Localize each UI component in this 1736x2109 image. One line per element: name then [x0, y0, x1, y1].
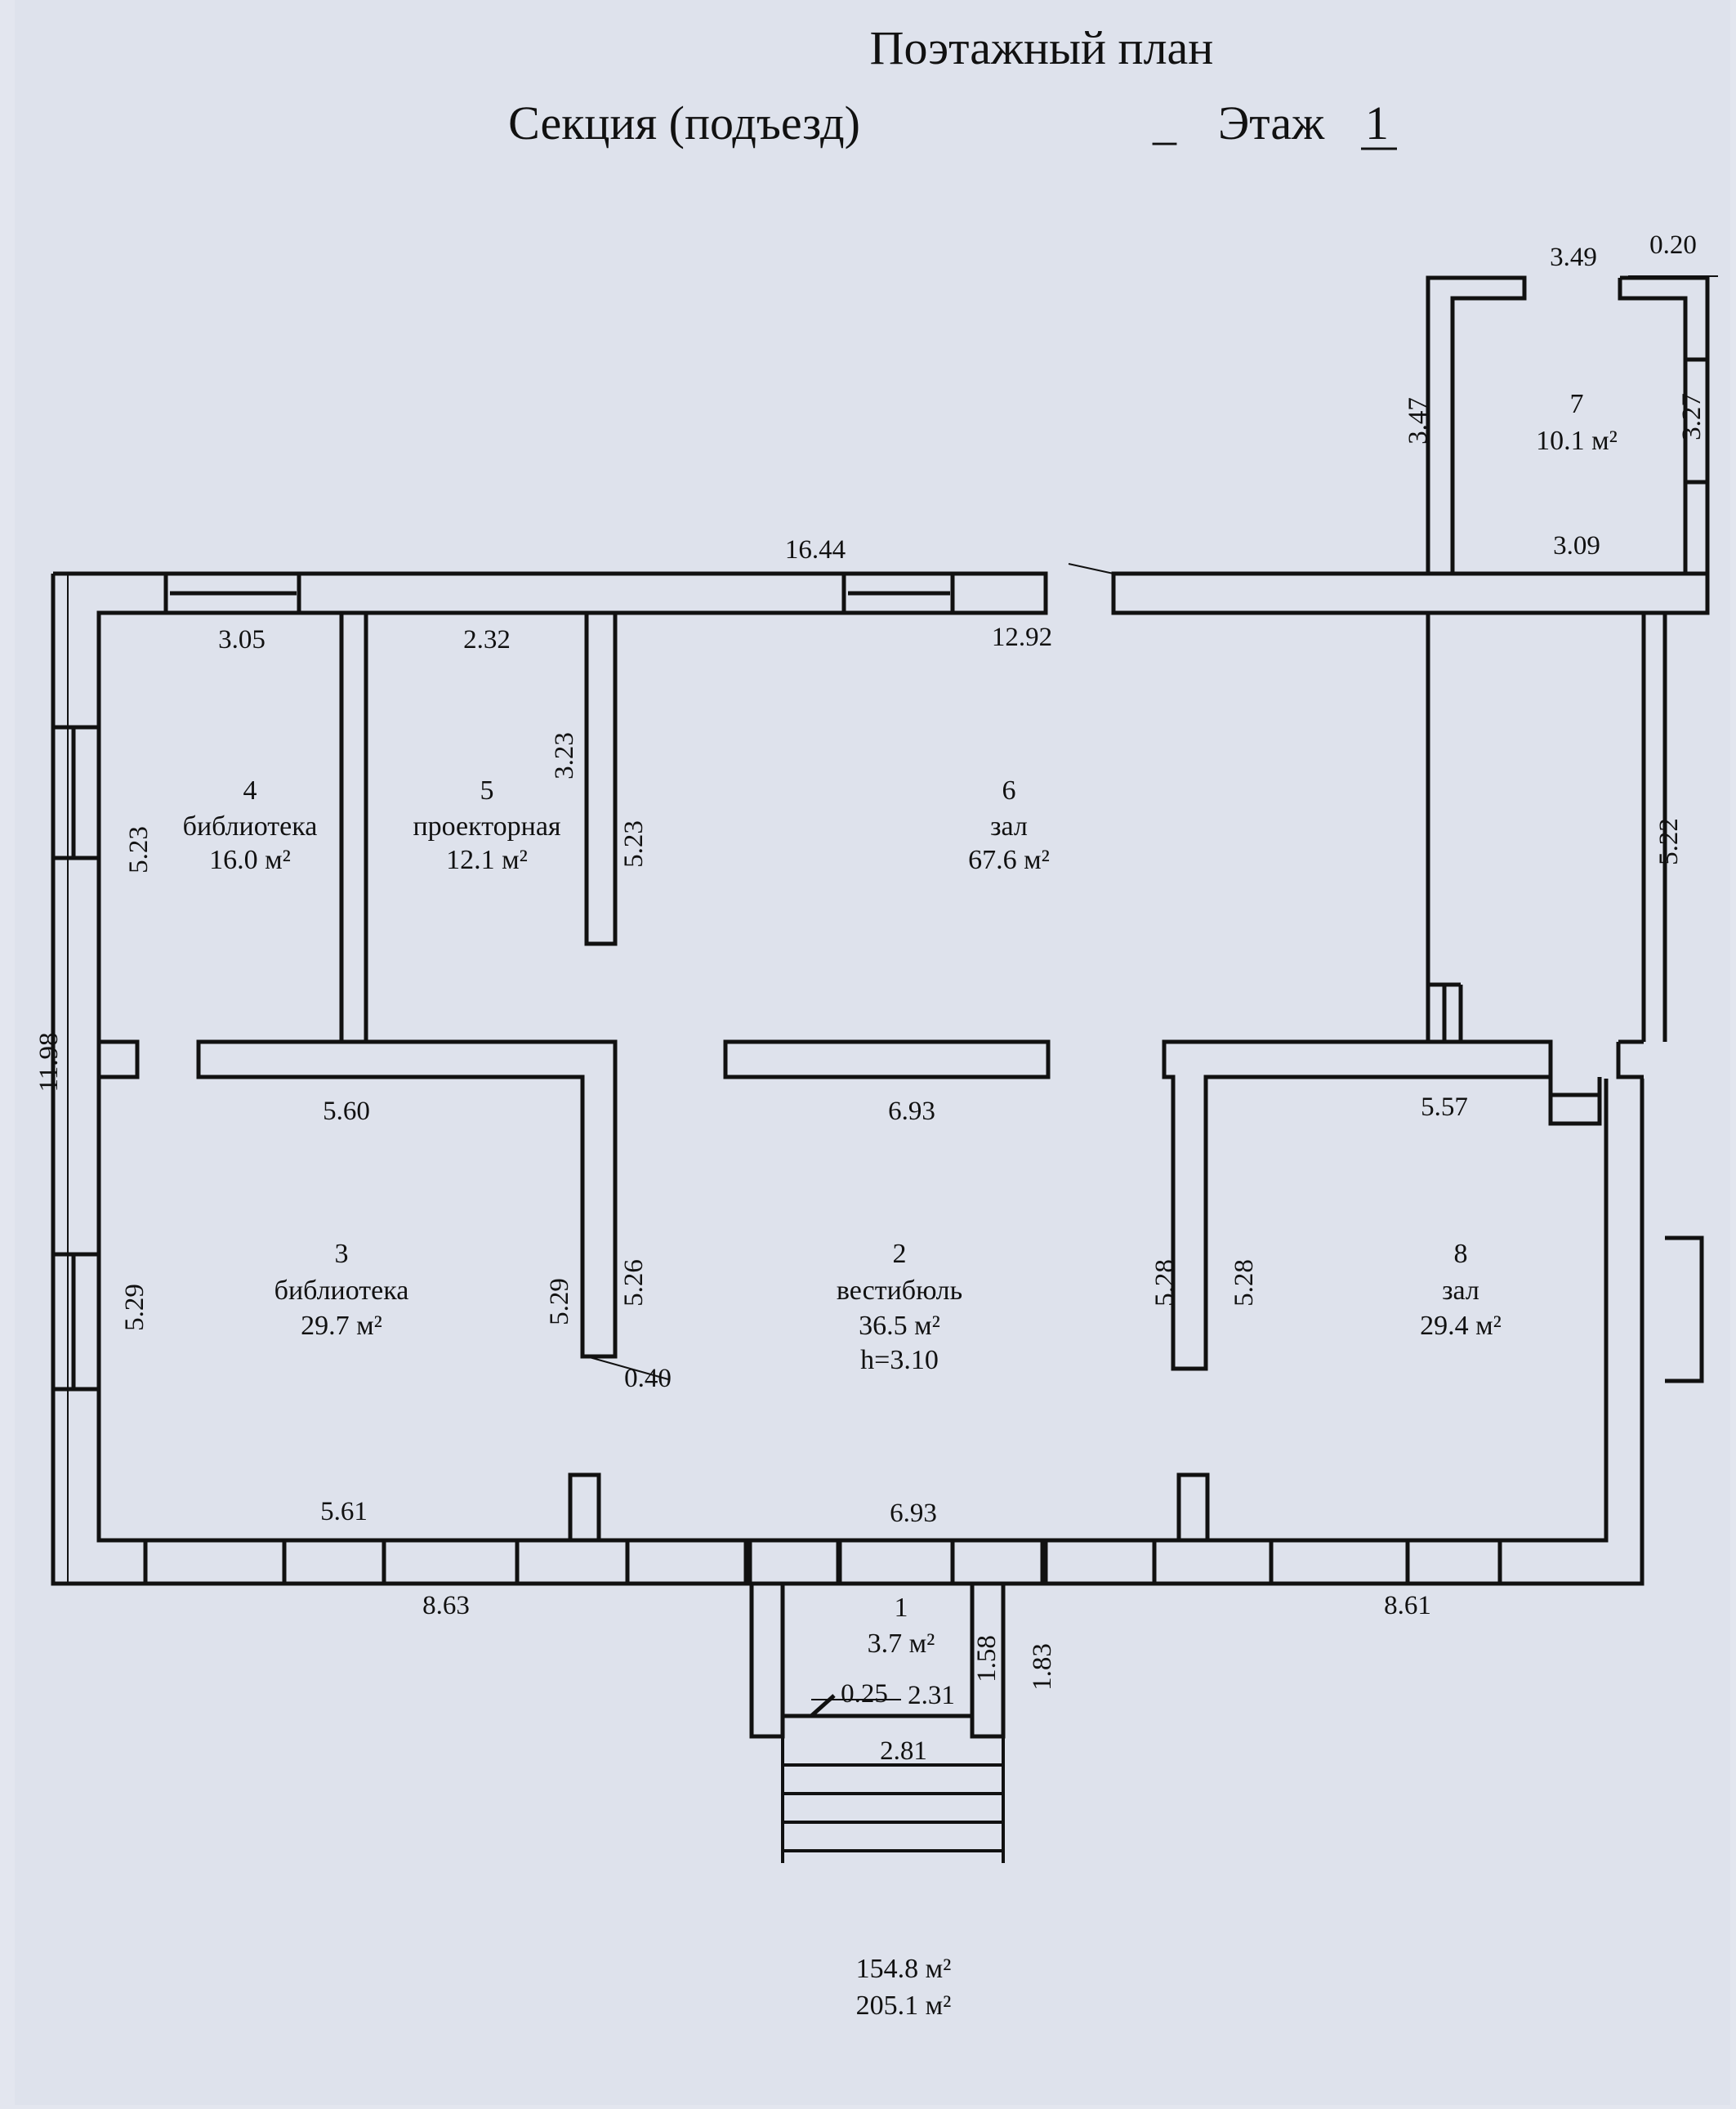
dim-room7-left: 3.47	[1404, 397, 1433, 445]
wall-6-93	[723, 1039, 1051, 1079]
room-3-area: 29.7 м²	[301, 1311, 382, 1341]
dim-wall-5-60: 5.60	[323, 1097, 370, 1126]
door-frames	[748, 1538, 1045, 1586]
room-1-area: 3.7 м²	[868, 1629, 935, 1659]
dim-room5-width: 2.32	[463, 625, 511, 655]
room-4-name: библиотека	[183, 811, 318, 842]
dim-wall-6-93: 6.93	[888, 1097, 935, 1126]
dim-room5-height: 5.23	[619, 820, 649, 868]
door-frame-left	[748, 1538, 841, 1586]
room-2-height: h=3.10	[860, 1345, 939, 1375]
window-top-marks	[163, 574, 955, 613]
room-4-num: 4	[243, 775, 257, 806]
dim-wall-0-40: 0.40	[624, 1364, 672, 1393]
room8-niche	[1548, 1077, 1602, 1126]
room7-window-right	[1685, 357, 1707, 485]
walls	[51, 275, 1710, 1739]
total-area-2: 205.1 м²	[856, 1991, 952, 2021]
outer-wall-left-bottom	[51, 574, 1645, 1586]
room-6-num: 6	[1002, 775, 1016, 806]
window-right	[1665, 1235, 1704, 1383]
dim-room4-height: 5.23	[124, 826, 154, 874]
stairs	[781, 1736, 1005, 1863]
dim-wall-5-57: 5.57	[1421, 1092, 1468, 1122]
window-bottom-left-marks	[143, 1540, 842, 1584]
pier-left	[568, 1472, 601, 1540]
total-area-1: 154.8 м²	[856, 1954, 952, 1984]
dim-porch-left: 1.58	[972, 1635, 1002, 1682]
dim-top-total: 16.44	[785, 535, 846, 565]
dimension-labels: 16.44 3.05 2.32 12.92 5.60 6.93 5.57 0.4…	[34, 230, 1707, 1766]
section-label: Секция (подъезд)	[508, 96, 860, 150]
room-2-num: 2	[893, 1239, 907, 1269]
dim-porch-right: 1.83	[1028, 1643, 1057, 1691]
dim-stairs-width: 2.81	[880, 1736, 927, 1766]
door-frame-right	[950, 1538, 1045, 1586]
room-5-area: 12.1 м²	[446, 845, 528, 875]
wall-5-60	[196, 1039, 618, 1359]
dim-room7-top: 3.49	[1550, 243, 1597, 272]
floor-value: 1	[1365, 96, 1389, 150]
room-4-area: 16.0 м²	[209, 845, 291, 875]
dim-bottom-left: 8.63	[422, 1591, 470, 1620]
area-totals: 154.8 м² 205.1 м²	[856, 1954, 952, 2021]
outer-wall-inner-left	[53, 571, 1609, 1543]
dim-vest-left: 5.26	[619, 1259, 649, 1307]
wall-stub-left	[99, 1039, 140, 1079]
wall-5-57	[1162, 1039, 1553, 1371]
dim-room4-width: 3.05	[218, 625, 266, 655]
dim-vest-right: 5.28	[1150, 1259, 1180, 1307]
dim-porch-width: 2.31	[908, 1681, 955, 1710]
plan-title: Поэтажный план	[870, 21, 1214, 74]
room-5-name: проекторная	[413, 811, 560, 842]
dim-room5-partition: 3.23	[550, 732, 579, 780]
dim-room3-width: 5.61	[320, 1497, 368, 1526]
dimension-lines	[67, 275, 1718, 1700]
dim-room7-right: 3.27	[1677, 393, 1707, 440]
dim-room3-left: 5.29	[120, 1284, 150, 1331]
dim-room7-top-small: 0.20	[1649, 230, 1697, 260]
room-8-num: 8	[1454, 1239, 1468, 1269]
section-value: _	[1152, 96, 1177, 150]
room-7-num: 7	[1570, 389, 1584, 419]
floor-plan-drawing: Поэтажный план Секция (подъезд) _ Этаж 1	[34, 21, 1718, 2021]
porch-right-wall	[970, 1584, 1006, 1739]
room-3-num: 3	[335, 1239, 349, 1269]
room-3-name: библиотека	[274, 1276, 409, 1306]
dim-room3-right: 5.29	[545, 1278, 574, 1325]
dim-vest-width: 6.93	[890, 1499, 937, 1528]
dim-room6-width: 12.92	[992, 623, 1052, 652]
dim-room6-height: 5.22	[1654, 818, 1684, 865]
room-1-num: 1	[895, 1593, 908, 1623]
porch-left-wall	[749, 1584, 785, 1739]
dim-bottom-right: 8.61	[1384, 1591, 1431, 1620]
room-labels: 4 библиотека 16.0 м² 5 проекторная 12.1 …	[183, 389, 1618, 1659]
room6-inner-line	[1426, 613, 1463, 1042]
dim-left-total: 11.98	[34, 1032, 64, 1092]
floor-plan-sheet: Поэтажный план Секция (подъезд) _ Этаж 1	[15, 0, 1730, 2105]
room-2-area: 36.5 м²	[859, 1311, 940, 1341]
dim-porch-small: 0.25	[841, 1679, 888, 1709]
room-6-area: 67.6 м²	[968, 845, 1050, 875]
pier-right	[1176, 1472, 1210, 1540]
room7-wall-right	[1618, 275, 1710, 574]
room-8-area: 29.4 м²	[1420, 1311, 1502, 1341]
dim-room8-left: 5.28	[1229, 1259, 1259, 1307]
porch-notch	[783, 1694, 836, 1718]
room7-wall-left	[1426, 275, 1527, 574]
room-7-area: 10.1 м²	[1536, 426, 1618, 456]
wall-stub-right	[1616, 1039, 1644, 1079]
window-left-marks	[53, 725, 99, 1392]
room-2-name: вестибюль	[837, 1276, 962, 1306]
floor-label: Этаж	[1218, 96, 1325, 150]
dim-room7-bottom: 3.09	[1553, 531, 1600, 561]
room-6-name: зал	[990, 811, 1028, 842]
partition-4-5	[339, 613, 368, 1042]
partition-5-6	[584, 613, 618, 946]
outer-wall-top-right	[1111, 571, 1710, 615]
room-8-name: зал	[1442, 1276, 1479, 1306]
room-5-num: 5	[480, 775, 494, 806]
